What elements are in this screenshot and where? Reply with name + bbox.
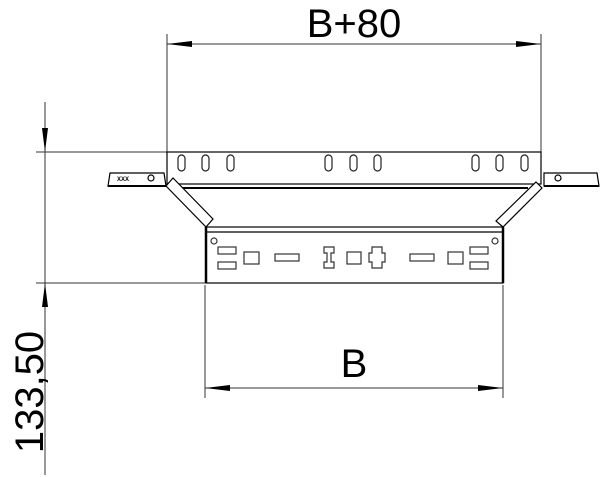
left-diagonal-strap — [165, 177, 214, 228]
right-mounting-tab — [543, 172, 600, 187]
dimension-label-height: 133,50 — [8, 330, 52, 454]
left-mounting-tab — [107, 172, 167, 187]
top-dimension — [166, 34, 542, 155]
arrow-left-icon — [167, 41, 192, 47]
bottom-dimension — [204, 285, 504, 398]
top-rail-slots — [177, 154, 529, 172]
arrow-right-icon — [478, 385, 503, 391]
arrow-left-icon — [205, 385, 230, 391]
arrow-down-icon — [42, 128, 48, 152]
dimension-label-bottom-width: B — [340, 342, 368, 386]
arrow-up-icon — [42, 283, 48, 307]
dimension-label-top-width: B+80 — [306, 2, 402, 46]
bottom-rail-holes — [210, 237, 499, 270]
part-marking: XXX — [117, 177, 129, 183]
arrow-right-icon — [516, 41, 541, 47]
